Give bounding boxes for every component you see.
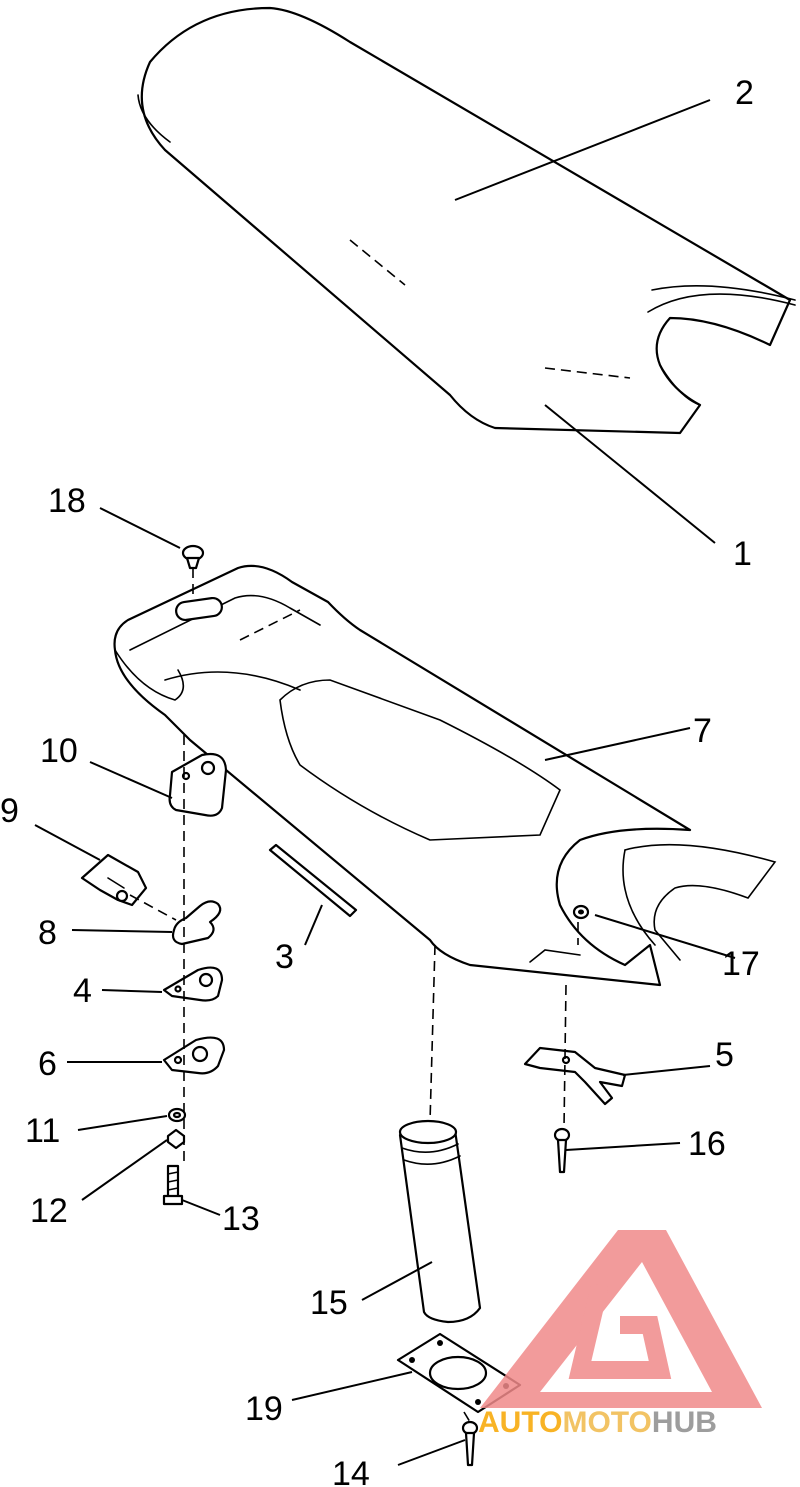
watermark-hub: HUB	[652, 1406, 717, 1439]
watermark-text: AUTOMOTOHUB	[478, 1406, 717, 1439]
callout-14: 14	[332, 1455, 370, 1487]
callout-7: 7	[693, 712, 712, 750]
callout-10: 10	[40, 732, 78, 770]
push-fastener-18	[181, 544, 205, 570]
callout-4: 4	[73, 972, 92, 1010]
callout-13: 13	[222, 1200, 260, 1238]
clip-8	[171, 900, 222, 946]
callout-17: 17	[722, 945, 760, 983]
assembly-lines	[129, 568, 579, 1423]
callout-8: 8	[38, 914, 57, 952]
callout-2: 2	[735, 74, 754, 112]
bolt-13	[162, 1164, 184, 1206]
callout-6: 6	[38, 1045, 57, 1083]
callout-16: 16	[688, 1125, 726, 1163]
latch-9	[80, 853, 148, 907]
gasket-4	[162, 966, 224, 1002]
watermark-moto: MOTO	[562, 1406, 651, 1439]
strip-3	[268, 843, 358, 918]
nut-12	[166, 1128, 186, 1150]
logo-g-icon	[568, 1282, 672, 1379]
callout-12: 12	[30, 1192, 68, 1230]
grommet-17	[572, 904, 590, 920]
tube-15	[398, 1119, 482, 1324]
leader-lines	[34, 99, 736, 1466]
bracket-plate-10	[168, 752, 228, 817]
flange-19	[396, 1332, 522, 1414]
mount-plate-6	[162, 1036, 226, 1075]
callout-18: 18	[48, 482, 86, 520]
callout-19: 19	[245, 1390, 283, 1428]
callout-3: 3	[275, 938, 294, 976]
bracket-5	[523, 1046, 627, 1106]
callout-1: 1	[733, 535, 752, 573]
seat-base	[113, 564, 777, 987]
screw-16	[553, 1127, 571, 1174]
seat-cover	[137, 6, 796, 435]
washer-11	[167, 1107, 187, 1123]
callout-11: 11	[25, 1112, 60, 1150]
watermark-logo: AUTOMOTOHUB	[478, 1230, 762, 1439]
callout-15: 15	[310, 1284, 348, 1322]
watermark-auto: AUTO	[478, 1406, 562, 1439]
screw-14	[461, 1420, 479, 1467]
logo-triangle-icon	[480, 1230, 762, 1408]
callout-5: 5	[715, 1036, 734, 1074]
callout-9: 9	[0, 792, 19, 830]
callout-numbers: 2 1 18 7 10 9 8 3 17 4 6 5 11 16 12 13 1…	[0, 74, 760, 1487]
